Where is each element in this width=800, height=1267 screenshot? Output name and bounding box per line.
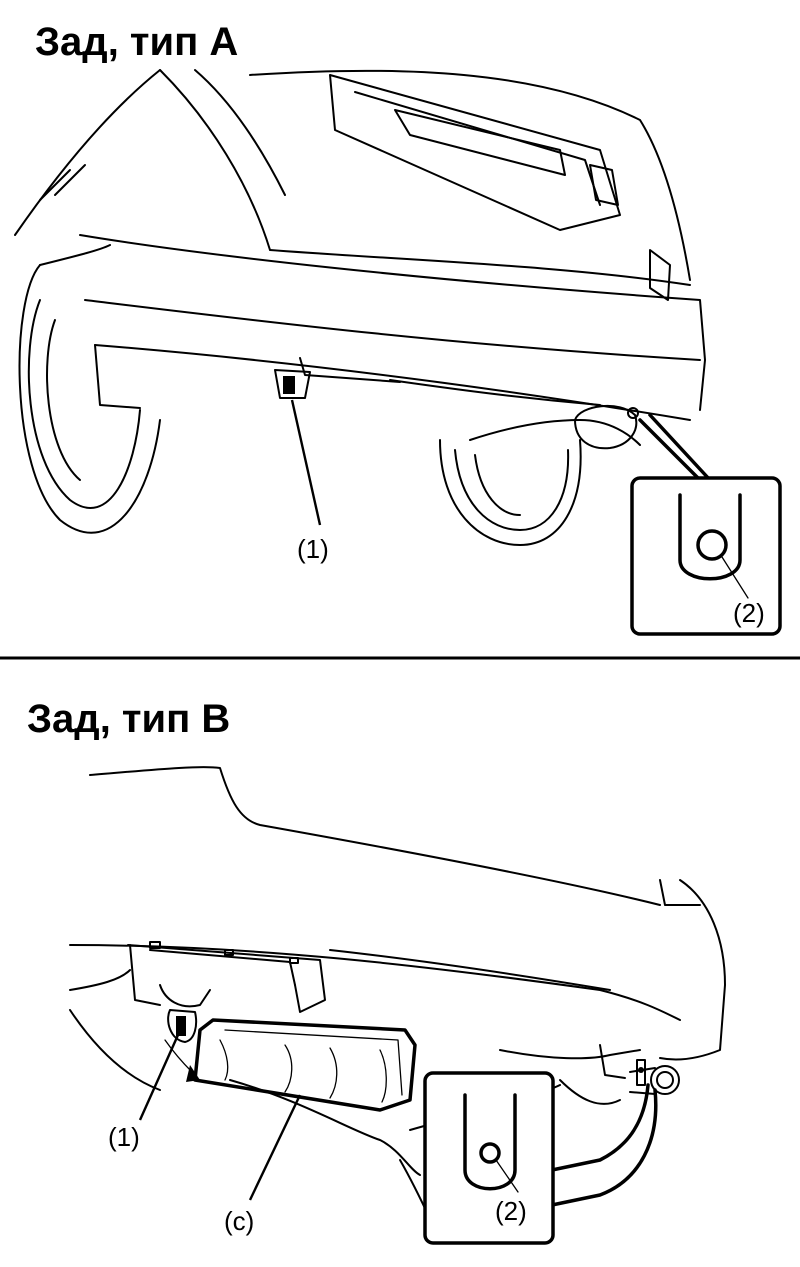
- panel-b-detail-box: [423, 1071, 555, 1245]
- panel-b-cover-panel: [164, 1018, 417, 1112]
- panel-a-tow-hook-leader: [721, 556, 749, 599]
- panel-b-cover-leader: [248, 1094, 302, 1201]
- panel-a-tow-hook-detail: (2): [630, 413, 782, 636]
- panel-a-tow-hook-bracket: [678, 493, 742, 581]
- panel-b-detail-connector: [550, 1083, 658, 1207]
- panel-a-detail-connector: [638, 413, 712, 482]
- panel-b-tow-hook-bracket: [463, 1093, 517, 1191]
- panel-a-tow-hook-hole: [696, 529, 728, 561]
- panel-b-cover-label: (c): [224, 1206, 254, 1236]
- panel-b-jack-point-leader: [138, 1034, 180, 1121]
- panel-b-jack-point-label: (1): [108, 1122, 140, 1152]
- panel-b: Зад, тип В: [27, 697, 726, 1245]
- panel-b-tow-hook-leader: [495, 1159, 519, 1193]
- panel-a-tow-hook-label: (2): [733, 598, 765, 628]
- panel-b-tow-hook-label: (2): [495, 1196, 527, 1226]
- panel-a-car-illustration: [14, 69, 706, 546]
- panel-b-title: Зад, тип В: [27, 697, 230, 741]
- panel-a: Зад, тип А: [14, 20, 782, 636]
- panel-b-tow-hook-hole: [479, 1142, 501, 1164]
- panel-b-tow-hook-detail: (2): [423, 1071, 658, 1245]
- panel-a-jack-point-leader: [290, 399, 322, 526]
- panel-a-jack-point-label: (1): [297, 534, 329, 564]
- panel-a-title: Зад, тип А: [35, 20, 238, 64]
- panel-b-car-illustration: [69, 766, 726, 1241]
